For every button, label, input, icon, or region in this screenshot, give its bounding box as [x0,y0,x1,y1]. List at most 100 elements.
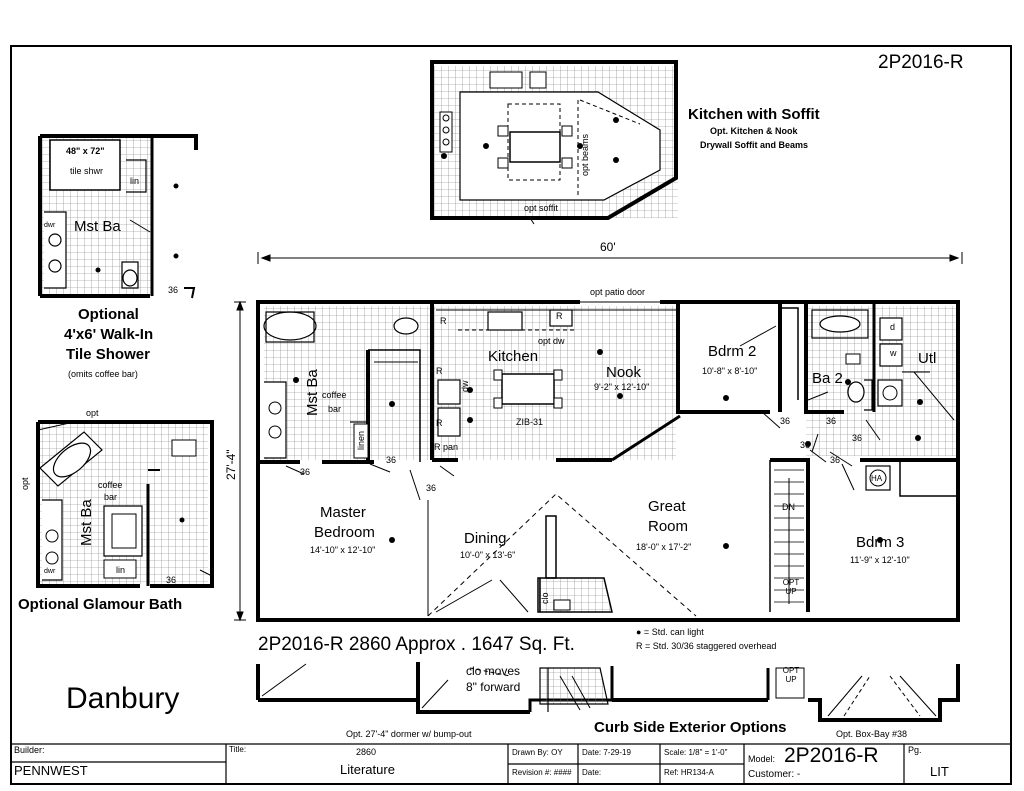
drawing-sheet [10,45,1012,785]
dimension-lines [234,252,963,622]
shower-title-2: 4'x6' Walk-In [64,326,154,343]
r-label-2: R [436,366,443,376]
r-label-3: R [436,418,443,428]
scale-label: Scale: 1/8" = 1'-0" [664,748,728,757]
curb-options-title: Curb Side Exterior Options [594,719,787,736]
kitchen-label: Kitchen [488,348,539,365]
builder-label: Builder: [14,745,45,755]
kitchen-option-beams: opt beams [580,133,590,176]
legend-can-light: ● = Std. can light [636,627,704,637]
page-value: LIT [930,764,949,779]
stair-opt-up-label: OPT UP [782,578,800,596]
glamour-opt-top: opt [86,408,99,418]
master-label: Master [320,504,366,521]
coffee-label: coffee [322,390,347,400]
boxbay-label: Opt. Box-Bay #38 [836,729,908,739]
glamour-option-drawing [36,420,214,588]
door-36-a: 36 [300,467,311,477]
title-value: Literature [340,762,395,777]
clo-moves-2: 8" forward [466,680,521,694]
r-label-1: R [440,316,447,326]
shower-room-label: Mst Ba [74,218,121,235]
glamour-bar: bar [104,492,118,502]
curb-side-options-drawing [256,662,960,722]
door-36-g: 36 [800,440,811,450]
shower-title-1: Optional [78,306,139,323]
dimension-width: 60' [600,240,616,254]
drawn-date: Date: 7-29-19 [582,748,631,757]
door-36-f: 36 [852,433,863,443]
patio-door-label: opt patio door [590,287,646,297]
master-size: 14'-10" x 12'-10" [310,545,376,555]
kitchen-option-line1: Opt. Kitchen & Nook [710,126,798,136]
bdrm3-label: Bdrm 3 [856,534,905,551]
bar-label: bar [328,404,342,414]
mst-ba-label: Mst Ba [304,369,321,416]
model-code-header: 2P2016-R [878,52,964,73]
model-label: Model: [748,754,776,764]
shower-lin-label: lin [130,176,140,186]
curb-opt-up: OPT UP [782,666,800,684]
shower-size-label: 48" x 72" [66,146,105,156]
title-block-lines [10,743,1012,785]
shower-note: (omits coffee bar) [68,369,138,379]
bdrm2-label: Bdrm 2 [708,343,757,360]
revision-date: Date: [582,768,602,777]
door-36-c: 36 [426,483,437,493]
revision-number: Revision #: #### [512,768,572,777]
ha-label: HA [871,474,883,483]
kitchen-option-line2: Drywall Soffit and Beams [700,140,809,150]
glamour-room-label: Mst Ba [78,499,95,546]
drawn-by: Drawn By: OY [512,748,563,757]
linen-label: linen [356,430,366,450]
opt-dw-label: opt dw [538,336,565,346]
title-number: 2860 [356,747,377,757]
great-label: Great [648,498,686,515]
kitchen-option-soffit: opt soffit [524,203,558,213]
bdrm3-size: 11'-9" x 12'-10" [850,555,910,565]
shower-title-3: Tile Shower [66,346,150,363]
ba2-label: Ba 2 [812,370,843,387]
plan-summary: 2P2016-R 2860 Approx . 1647 Sq. Ft. [258,634,575,655]
shower-dim-label: 36 [168,285,179,295]
room-label: Room [648,518,689,535]
kitchen-soffit-option [430,60,678,225]
glamour-coffee: coffee [98,480,123,490]
series-name: Danbury [66,682,180,715]
page-label: Pg. [908,745,922,755]
great-size: 18'-0" x 17'-2" [636,542,692,552]
legend-r-note: R = Std. 30/36 staggered overhead [636,641,777,651]
nook-size: 9'-2" x 12'-10" [594,382,650,392]
r-label-4: R [556,311,563,321]
r-pan-label: R pan [434,442,459,452]
glamour-dwr: dwr [44,568,56,575]
shower-dwr-label: dwr [44,222,56,229]
clo-label: clo [540,592,550,604]
door-36-h: 36 [830,455,841,465]
dryer-label: d [890,322,896,332]
dining-size: 10'-0" x 13'-6" [460,550,516,560]
nook-label: Nook [606,364,642,381]
door-36-b: 36 [386,455,397,465]
ref-label: Ref: HR134-A [664,768,714,777]
model-value: 2P2016-R [784,744,879,767]
door-36-e: 36 [826,416,837,426]
shower-type-label: tile shwr [70,166,104,176]
bedroom-label: Bedroom [314,524,375,541]
dining-label: Dining [464,530,507,547]
builder-value: PENNWEST [14,763,88,778]
glamour-dim: 36 [166,575,177,585]
zib-label: ZIB-31 [516,417,544,427]
title-label: Title: [229,745,247,754]
glamour-title: Optional Glamour Bath [18,596,183,613]
glamour-opt-side: opt [20,477,30,490]
kitchen-option-title: Kitchen with Soffit [688,106,820,123]
dormer-label: Opt. 27'-4" dormer w/ bump-out [346,729,472,739]
stair-dn-label: DN [782,502,795,512]
customer-label: Customer: - [748,769,801,780]
shower-option-drawing [38,134,198,299]
door-36-d: 36 [780,416,791,426]
glamour-lin: lin [116,565,126,575]
main-floor-plan [256,300,960,622]
